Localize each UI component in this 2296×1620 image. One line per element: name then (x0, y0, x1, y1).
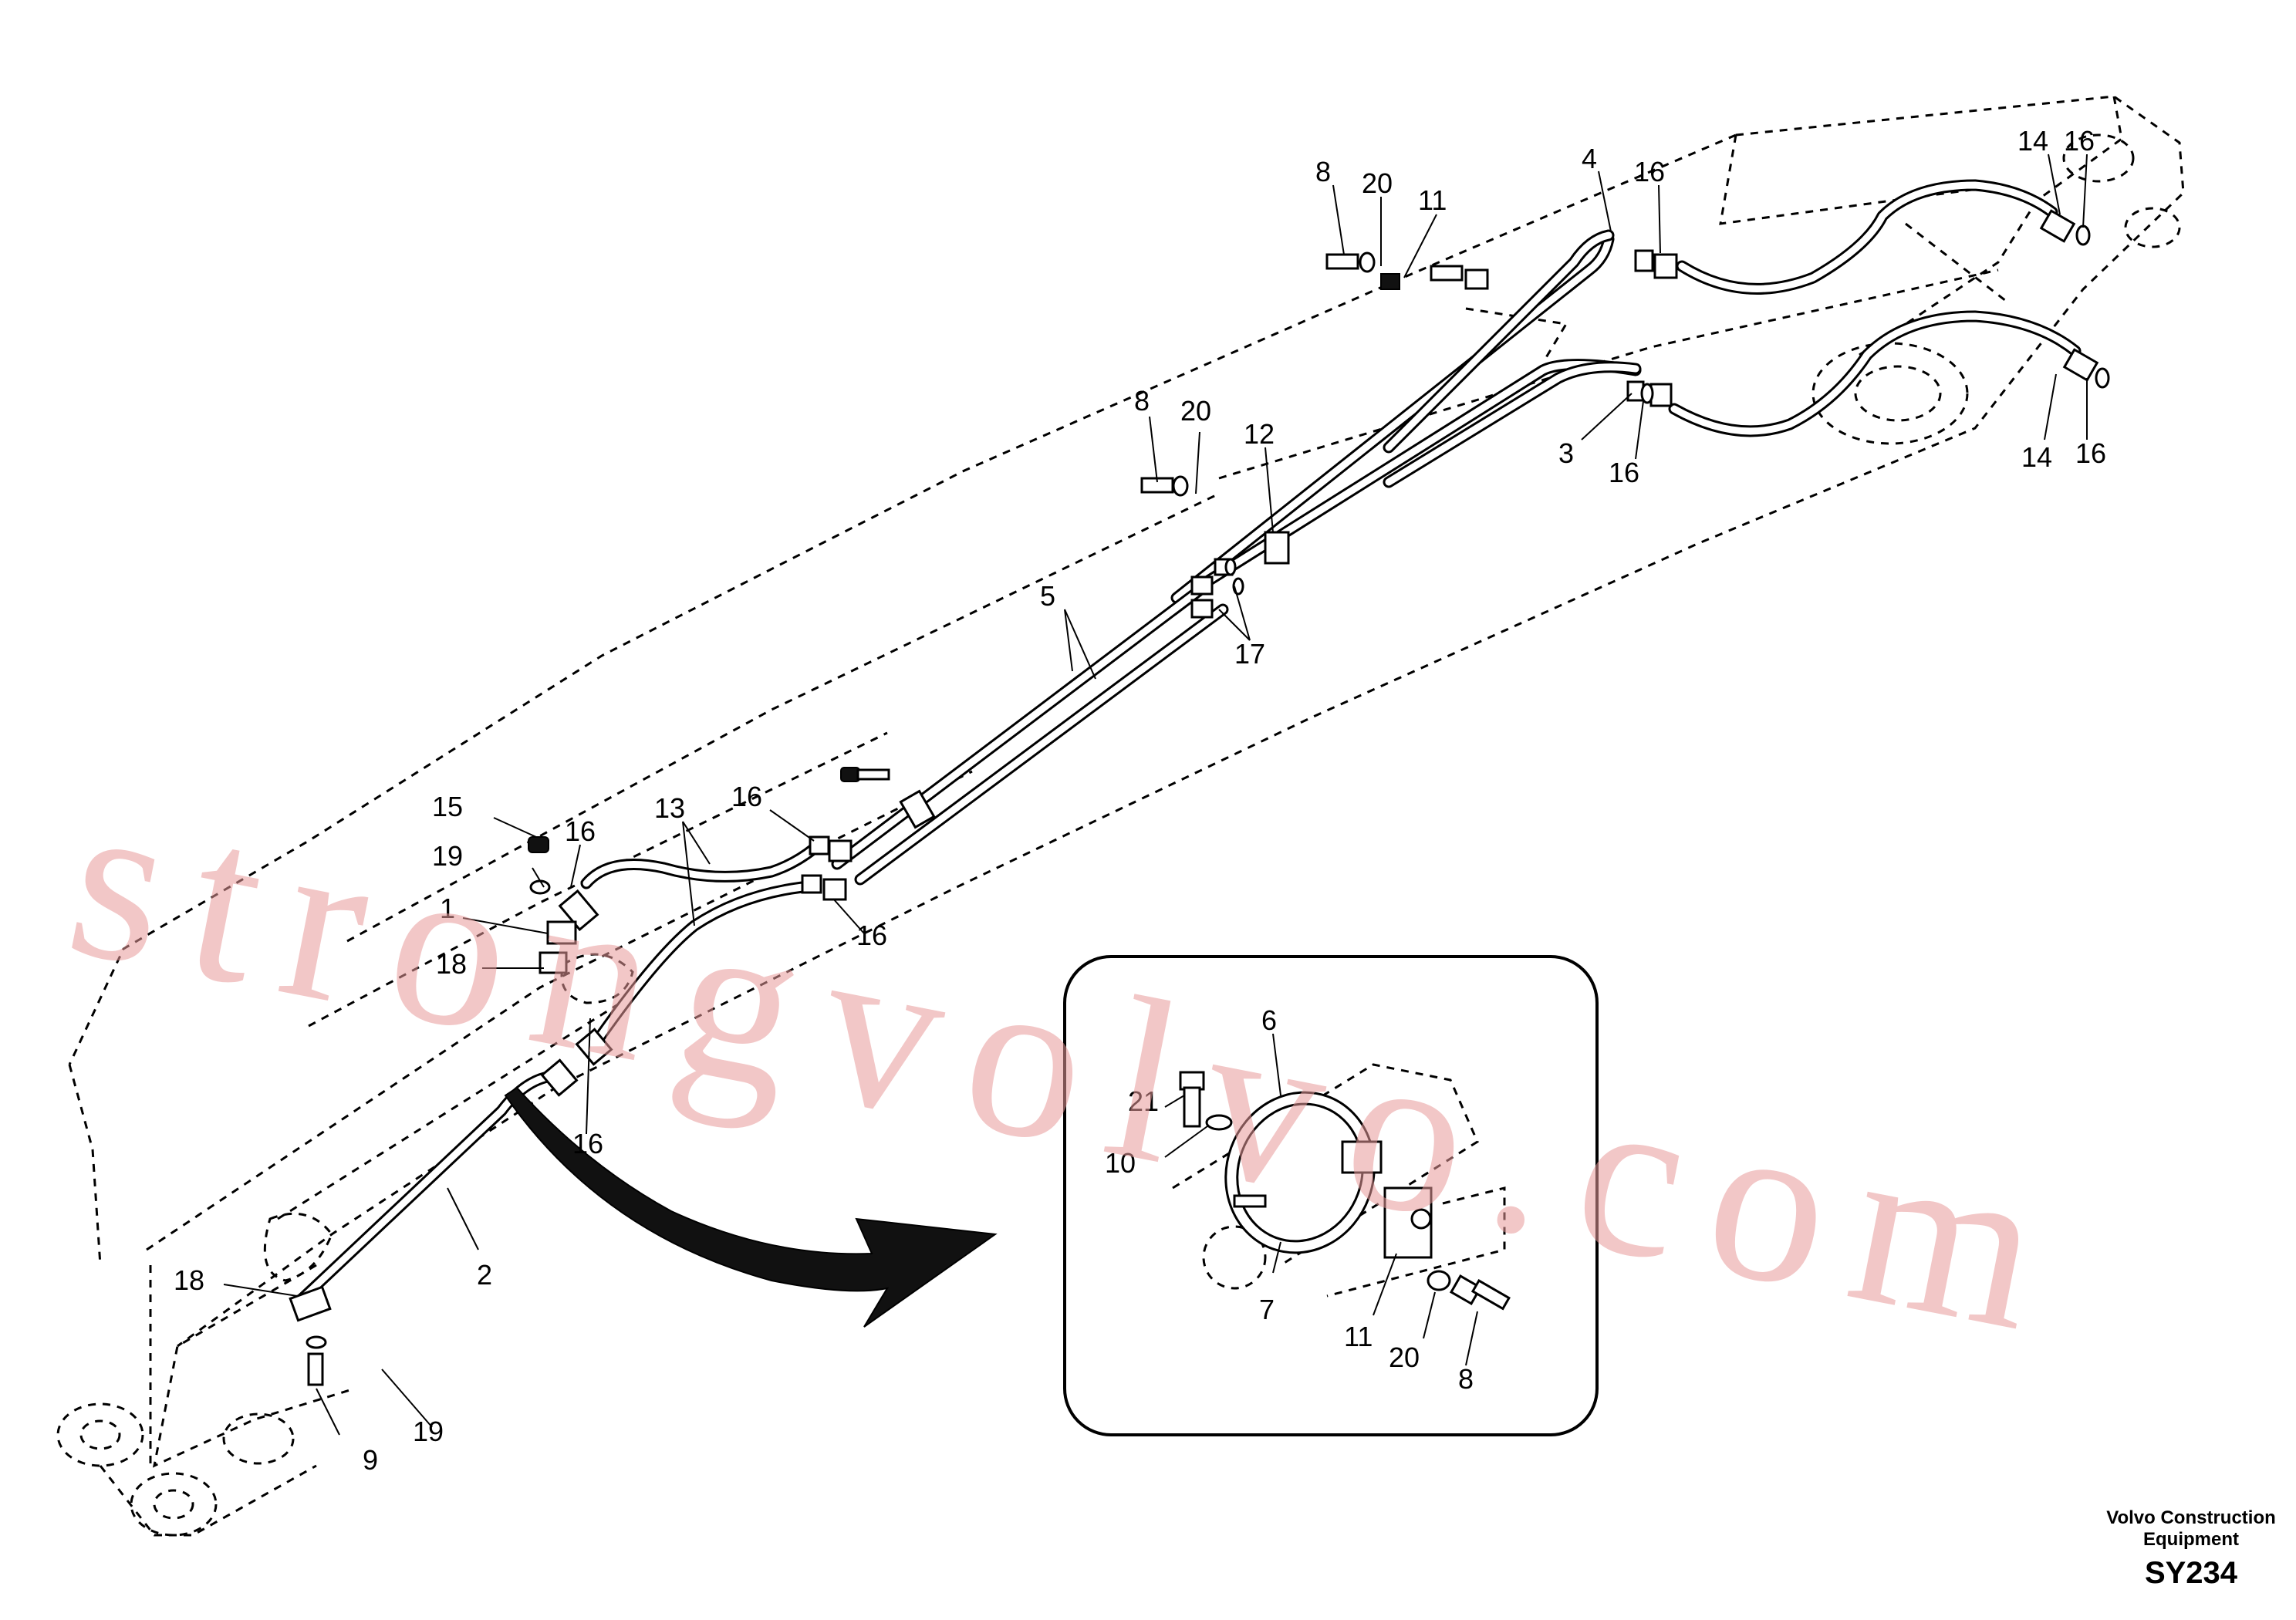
callout-10: 10 (1105, 1147, 1136, 1179)
drawing-code: SY234 (2145, 1556, 2238, 1590)
callout-20: 20 (1362, 167, 1393, 199)
callout-20: 20 (1180, 395, 1211, 427)
callout-16: 16 (565, 815, 596, 847)
inset-frame (1063, 955, 1599, 1436)
callout-21: 21 (1128, 1085, 1159, 1117)
callout-19: 19 (432, 840, 463, 872)
callout-17: 17 (1234, 638, 1265, 670)
callout-2: 2 (477, 1259, 492, 1291)
detail-inset (1063, 955, 1599, 1436)
callout-16: 16 (572, 1128, 603, 1159)
callout-16: 16 (2064, 125, 2095, 157)
detail-arrow (504, 1086, 998, 1328)
callout-16: 16 (2075, 437, 2106, 469)
callout-11: 11 (1418, 184, 1447, 216)
callout-11: 11 (1344, 1321, 1373, 1352)
callout-8: 8 (1458, 1363, 1474, 1395)
brand-line-2: Equipment (2143, 1529, 2239, 1550)
brand-line-1: Volvo Construction (2106, 1507, 2276, 1528)
callout-1: 1 (440, 893, 455, 924)
callout-12: 12 (1244, 418, 1275, 450)
callout-13: 13 (654, 792, 685, 824)
callout-16: 16 (731, 781, 762, 812)
hydraulic-lines (295, 179, 2082, 1306)
callout-16: 16 (1609, 457, 1639, 488)
callout-6: 6 (1261, 1004, 1277, 1036)
callout-4: 4 (1582, 143, 1597, 174)
callout-14: 14 (2021, 441, 2052, 473)
watermark: strongvolvo.com (52, 747, 2088, 1385)
brand-block: Volvo Construction Equipment SY234 (2106, 1507, 2276, 1590)
callout-16: 16 (1634, 156, 1665, 187)
callout-20: 20 (1389, 1342, 1420, 1373)
callout-18: 18 (174, 1264, 204, 1296)
callout-19: 19 (413, 1416, 444, 1447)
fittings (289, 209, 2110, 1386)
callout-7: 7 (1259, 1294, 1275, 1325)
callout-18: 18 (436, 948, 467, 980)
callout-3: 3 (1558, 437, 1574, 469)
callout-8: 8 (1315, 156, 1331, 187)
leader-lines (223, 154, 2088, 1436)
callout-15: 15 (432, 791, 463, 822)
callout-5: 5 (1040, 580, 1055, 612)
callout-labels: 8 20 11 4 16 14 16 8 20 12 3 16 14 16 5 … (174, 125, 2106, 1476)
callout-9: 9 (363, 1444, 378, 1476)
callout-14: 14 (2017, 125, 2048, 157)
callout-16: 16 (856, 920, 887, 951)
callout-8: 8 (1134, 385, 1150, 417)
